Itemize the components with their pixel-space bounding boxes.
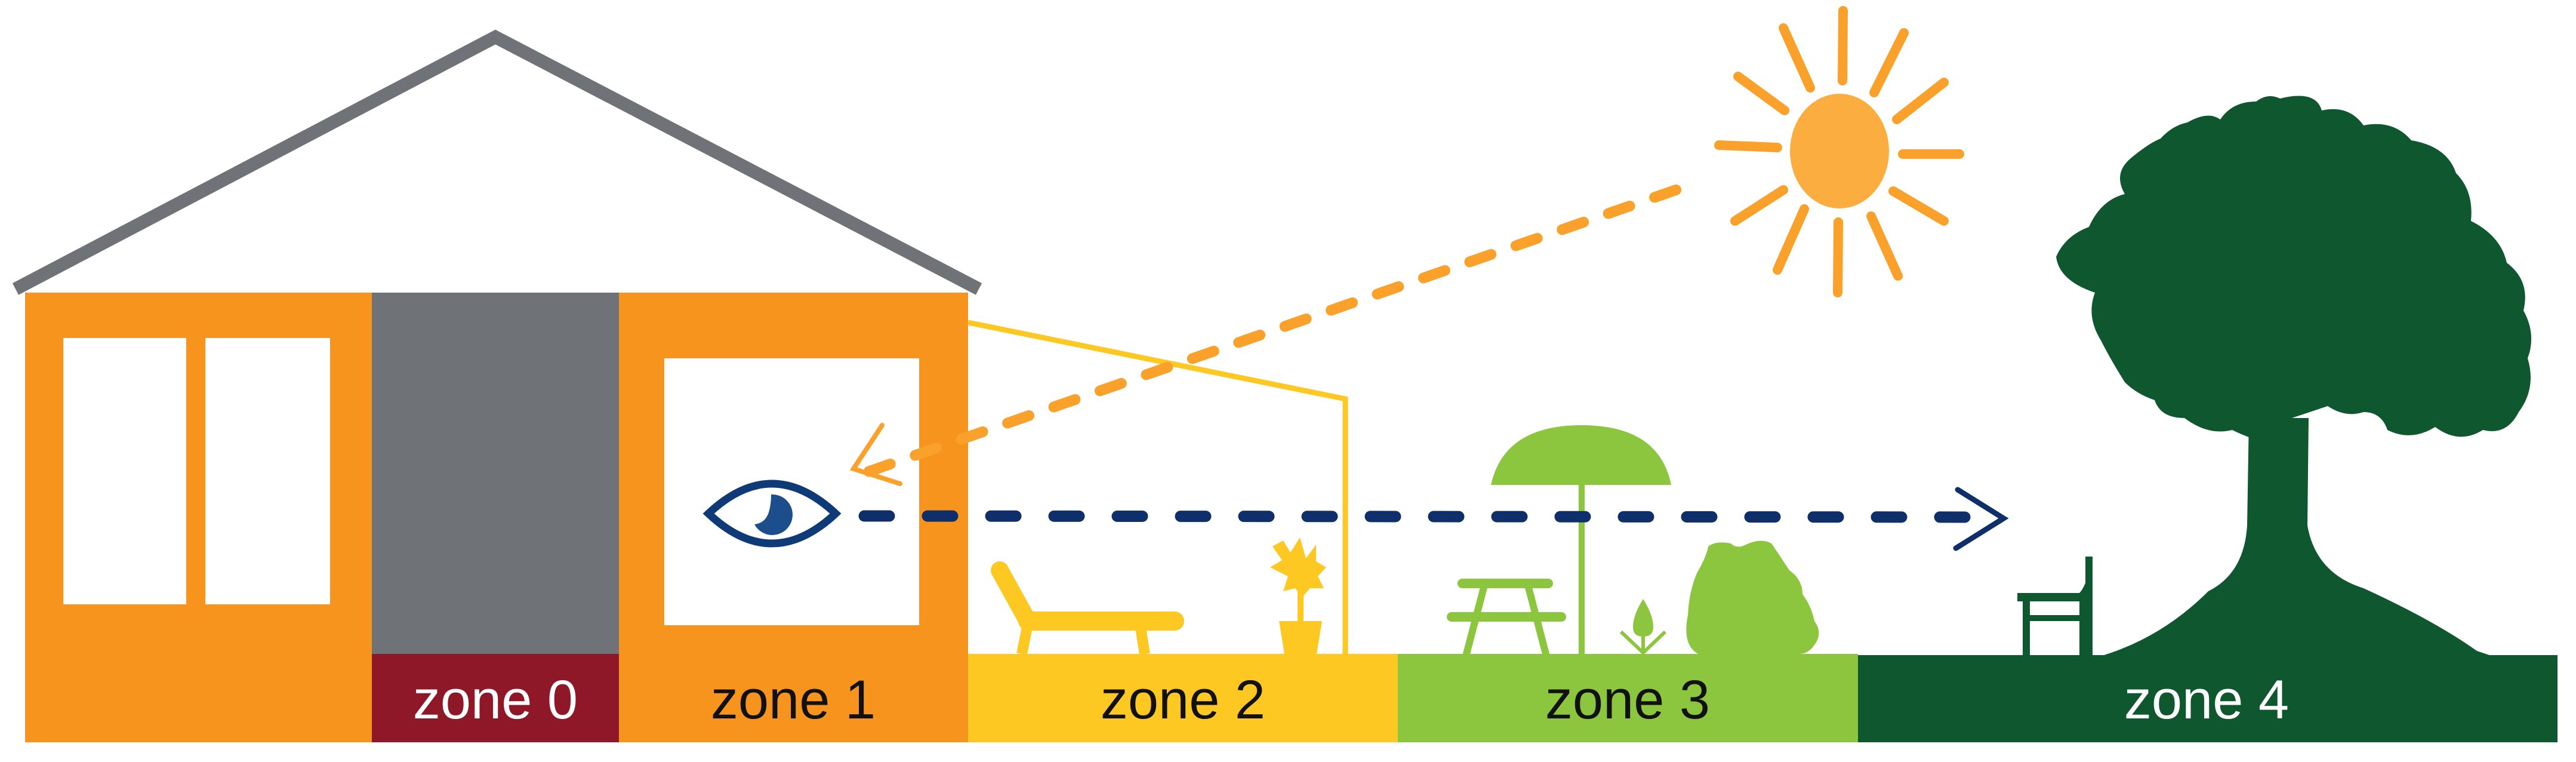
window-pane-left-2 — [205, 338, 330, 604]
house — [12, 29, 982, 742]
sun-ray-dashed-line — [854, 185, 1681, 480]
sun-ray-arrow — [849, 185, 1681, 486]
zone-0-strip — [372, 654, 619, 742]
zone-3-items — [1447, 425, 1819, 657]
sight-line-arrow — [858, 487, 2009, 551]
zone-4-strip — [1858, 655, 2557, 742]
sun-lounger-icon — [991, 561, 1184, 655]
zone-2-strip — [968, 654, 1398, 742]
sight-line-arrowhead-icon — [1953, 487, 2009, 551]
window-right — [664, 358, 919, 625]
bench-icon — [2017, 557, 2093, 655]
sight-line-dashed — [858, 510, 1988, 523]
zone-3-label: zone 3 — [1545, 669, 1710, 730]
zone-1-strip — [619, 654, 968, 742]
zone-2-items — [967, 319, 1348, 655]
picnic-table-icon — [1447, 579, 1566, 657]
zone-0-label: zone 0 — [413, 669, 578, 730]
zone-1-label: zone 1 — [711, 669, 876, 730]
house-door — [372, 293, 619, 654]
sun-icon — [1714, 6, 1964, 297]
sprout-icon — [1619, 599, 1667, 655]
sun-ray-arrowhead-icon — [849, 423, 902, 486]
eye-icon — [702, 480, 842, 548]
zone-3-strip — [1398, 654, 1858, 742]
shrub-icon — [1686, 540, 1819, 654]
zone-4-items — [2017, 96, 2532, 657]
zone-2-label: zone 2 — [1101, 669, 1265, 730]
potted-plant-icon — [1270, 537, 1326, 654]
zone-4-label: zone 4 — [2124, 669, 2289, 730]
tree-icon — [2056, 96, 2532, 657]
umbrella-icon — [1491, 425, 1671, 654]
roof-outline — [12, 29, 982, 295]
window-pane-left-1 — [63, 338, 186, 604]
zone-strips: zone 0 zone 1 zone 2 zone 3 zone 4 — [372, 654, 2557, 742]
awning-icon — [967, 319, 1348, 654]
